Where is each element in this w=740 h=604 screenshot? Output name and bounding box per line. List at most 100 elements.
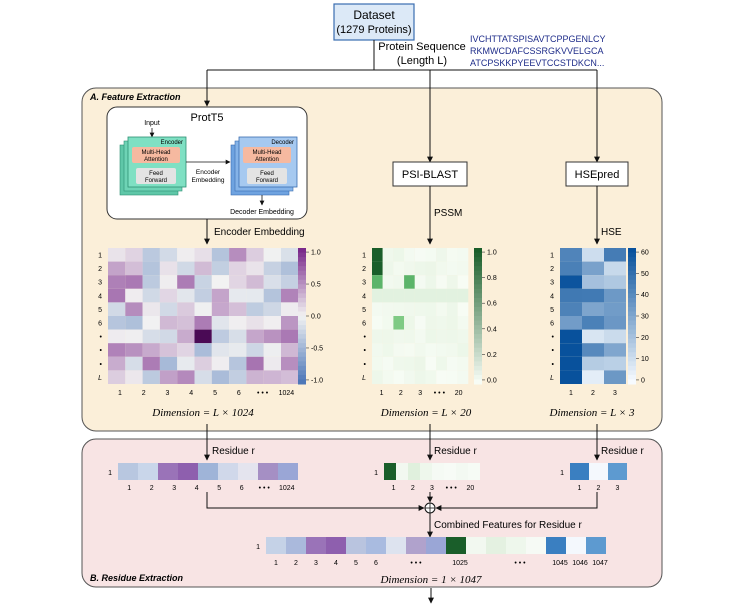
col-label: • • • [446, 485, 458, 492]
svg-text:Multi-Head: Multi-Head [252, 150, 281, 156]
heatmap-cell [194, 370, 212, 384]
colorbar-segment [474, 306, 482, 312]
feature-cell [384, 463, 396, 480]
colorbar-tick: 50 [641, 271, 649, 278]
heatmap-cell [436, 248, 447, 262]
heatmap-cell [404, 356, 415, 371]
feature-cell [406, 537, 426, 554]
colorbar-segment [628, 374, 636, 380]
heatmap-cell [108, 329, 126, 344]
heatmap-cell [159, 302, 178, 316]
heatmap-cell [436, 316, 447, 330]
colorbar-segment [628, 365, 636, 371]
col-label: 1 [392, 485, 396, 492]
heatmap-cell [263, 343, 281, 357]
col-label: 2 [142, 390, 146, 397]
row-label: 1 [374, 470, 378, 477]
heatmap-cell [425, 288, 437, 303]
colorbar-segment [628, 297, 636, 303]
heatmap-cell [457, 329, 469, 344]
row-label: • [100, 348, 103, 355]
colorbar-segment [298, 297, 306, 303]
residue-label-pssm: Residue r [434, 446, 477, 457]
heatmap-cell [263, 248, 281, 262]
protein-length-label: (Length L) [397, 55, 447, 67]
colorbar-segment [298, 302, 306, 308]
colorbar-tick: 0.2 [487, 352, 497, 359]
row-label: L [550, 375, 554, 382]
heatmap-cell [159, 275, 178, 289]
heatmap-cell [436, 261, 447, 276]
colorbar-segment [298, 334, 306, 340]
col-label: 1047 [592, 560, 608, 567]
col-label: 1025 [452, 560, 468, 567]
colorbar-tick: 10 [641, 356, 649, 363]
heatmap-cell [382, 275, 394, 289]
feature-cell [138, 463, 158, 480]
colorbar-segment [628, 311, 636, 317]
heatmap-cell [159, 356, 178, 371]
heatmap-cell [246, 302, 264, 316]
colorbar-segment [628, 270, 636, 276]
heatmap-cell [211, 343, 230, 357]
heatmap-cell [142, 302, 160, 316]
col-label: 1024 [279, 485, 295, 492]
colorbar-segment [298, 266, 306, 272]
heatmap-cell [436, 302, 447, 316]
col-label: • • • [514, 560, 526, 567]
col-label: 3 [616, 485, 620, 492]
heatmap-cell [393, 316, 405, 330]
feature-cell [346, 537, 366, 554]
heatmap-cell [263, 356, 281, 371]
colorbar-segment [298, 270, 306, 276]
encoder-label: Encoder [161, 140, 183, 146]
heatmap-cell [436, 288, 447, 303]
heatmap-cell [425, 275, 437, 289]
col-label: 3 [430, 485, 434, 492]
row-label: 1 [108, 470, 112, 477]
heatmap-cell [457, 343, 469, 357]
row-label: 1 [256, 544, 260, 551]
heatmap-cell [604, 302, 626, 316]
heatmap-cell [414, 356, 426, 371]
colorbar-tick: 0.8 [487, 275, 497, 282]
heatmap-cell [382, 316, 394, 330]
heatmap-cell [457, 316, 469, 330]
heatmap-cell [177, 288, 195, 303]
colorbar-segment [298, 320, 306, 326]
prott5-title: ProtT5 [190, 112, 223, 124]
col-label: 1 [118, 390, 122, 397]
col-label: 2 [597, 485, 601, 492]
heatmap-cell [108, 288, 126, 303]
colorbar-segment [628, 379, 636, 385]
heatmap-cell [177, 261, 195, 276]
colorbar-tick: 0.4 [487, 326, 497, 333]
feature-cell [466, 537, 486, 554]
heatmap-cell [142, 370, 160, 384]
heatmap-cell [404, 261, 415, 276]
colorbar-tick: 0.0 [311, 314, 321, 321]
heatmap-cell [263, 370, 281, 384]
heatmap-cell [229, 370, 247, 384]
feature-cell [468, 463, 480, 480]
heatmap-cell [425, 329, 437, 344]
heatmap-cell [446, 356, 458, 371]
colorbar-segment [298, 356, 306, 362]
heatmap-cell [281, 248, 299, 262]
heatmap-cell [159, 370, 178, 384]
colorbar-segment [474, 329, 482, 335]
svg-text:Attention: Attention [255, 157, 279, 163]
heatmap-cell [177, 356, 195, 371]
heatmap-cell [457, 288, 469, 303]
heatmap-cell [372, 356, 383, 371]
heatmap-cell [393, 288, 405, 303]
svg-text:Attention: Attention [144, 157, 168, 163]
heatmap-cell [142, 356, 160, 371]
feature-cell [366, 537, 386, 554]
heatmap-cell [382, 302, 394, 316]
heatmap-cell [246, 316, 264, 330]
heatmap-cell [229, 316, 247, 330]
